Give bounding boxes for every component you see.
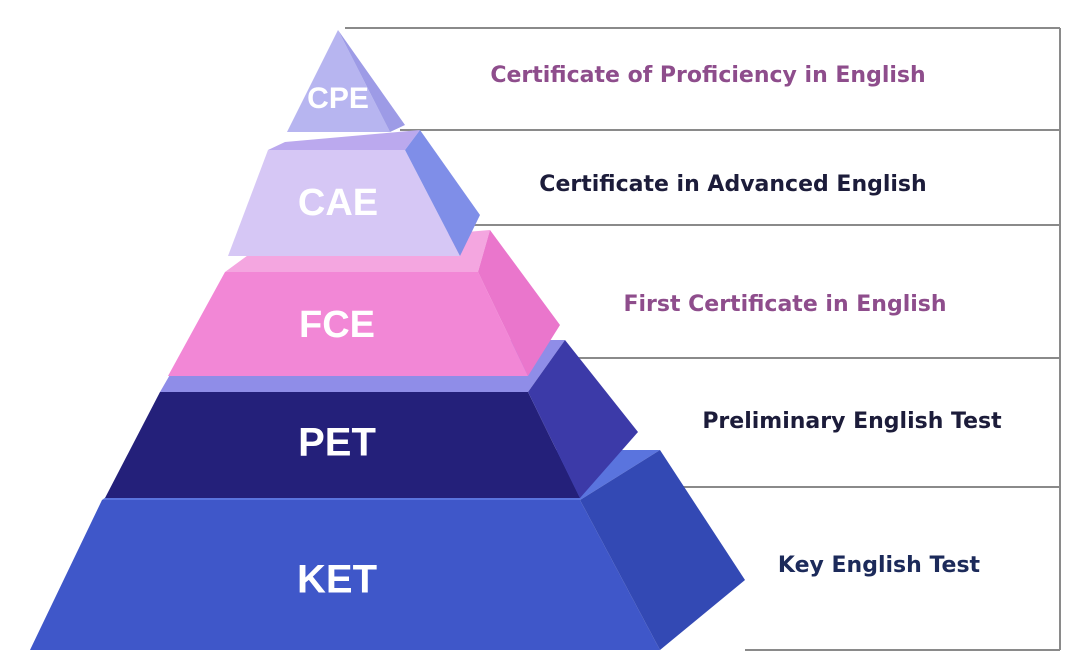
tier-pet-code: PET [298, 421, 376, 465]
tier-fce-side [478, 230, 560, 376]
desc-cae: Certificate in Advanced English [539, 172, 926, 197]
desc-ket: Key English Test [778, 553, 981, 578]
tier-cae-side [405, 130, 480, 256]
tier-cae: CAE [228, 130, 480, 256]
tier-fce-front [168, 272, 528, 376]
desc-cpe: Certificate of Proficiency in English [490, 63, 925, 88]
tier-pet-side [528, 340, 638, 498]
desc-fce: First Certificate in English [623, 292, 946, 317]
tier-ket-code: KET [297, 558, 377, 602]
tier-ket-side [580, 450, 745, 650]
tier-ket-front [30, 500, 660, 650]
tier-pet-front [105, 392, 580, 498]
tier-cpe-front [287, 30, 390, 132]
desc-pet: Preliminary English Test [702, 409, 1002, 434]
tier-cae-top [268, 130, 420, 150]
tier-cpe: CPE [287, 30, 405, 132]
description-panel-frame [345, 27, 1061, 651]
tier-cae-code: CAE [298, 182, 378, 224]
tier-cpe-code: CPE [307, 82, 369, 115]
tier-fce-code: FCE [299, 304, 375, 346]
tier-cae-front [228, 150, 460, 256]
tier-cpe-side [338, 30, 405, 132]
